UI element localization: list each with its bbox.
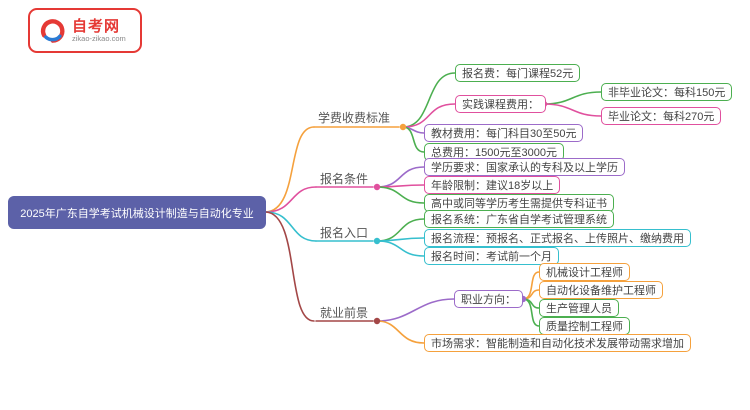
logo-title: 自考网 [72,17,121,35]
junction-dot-fees [399,123,407,131]
node-mechanical[interactable]: 机械设计工程师 [539,263,630,281]
connector-direction-quality [522,298,540,327]
connector-fees-textbook [402,126,425,134]
logo-subtitle: zikao-zikao.com [72,33,126,43]
connector-fees-regfee [402,72,456,128]
junction-dot-career [373,317,381,325]
connector-conditions-highschool [376,186,425,204]
connector-conditions-age [376,184,425,188]
node-age[interactable]: 年龄限制：建议18岁以上 [424,176,561,194]
connector-career-direction [376,298,455,322]
connector-entry-time [376,240,425,257]
connector-entry-system [376,218,425,242]
node-practice-fee[interactable]: 实践课程费用： [455,95,546,113]
connector-center-fees [265,126,315,213]
node-market[interactable]: 市场需求：智能制造和自动化技术发展带动需求增加 [424,334,691,352]
node-time[interactable]: 报名时间：考试前一个月 [424,247,559,265]
branch-career[interactable]: 就业前景 [320,306,369,320]
connector-practice-thesis [543,103,602,117]
node-total-fee[interactable]: 总费用：1500元至3000元 [424,143,564,161]
node-reg-fee[interactable]: 报名费：每门课程52元 [455,64,581,82]
node-non-thesis[interactable]: 非毕业论文：每科150元 [601,83,733,101]
connector-practice-nonthesis [543,91,602,105]
connector-center-conditions [265,186,317,213]
logo-text: 自考网 zikao-zikao.com [72,18,126,44]
root-node[interactable]: 2025年广东自学考试机械设计制造与自动化专业 [8,196,266,229]
node-thesis[interactable]: 毕业论文：每科270元 [601,107,722,125]
node-process[interactable]: 报名流程：预报名、正式报名、上传照片、缴纳费用 [424,229,691,247]
logo: 自考网 zikao-zikao.com [28,8,142,53]
node-automation[interactable]: 自动化设备维护工程师 [539,281,663,299]
logo-icon [40,18,65,43]
branch-fees[interactable]: 学费收费标准 [318,111,391,125]
connector-center-career [265,211,315,322]
junction-dot-entry [373,237,381,245]
node-quality[interactable]: 质量控制工程师 [539,317,630,335]
junction-dot-conditions [373,183,381,191]
connector-conditions-education [376,166,425,188]
connector-direction-mechanical [522,271,540,300]
connector-direction-production [522,298,540,309]
node-direction[interactable]: 职业方向： [454,290,523,308]
branch-conditions[interactable]: 报名条件 [320,172,369,186]
node-education[interactable]: 学历要求：国家承认的专科及以上学历 [424,158,625,176]
branch-entry[interactable]: 报名入口 [320,226,369,240]
node-system[interactable]: 报名系统：广东省自学考试管理系统 [424,210,614,228]
node-production[interactable]: 生产管理人员 [539,299,619,317]
connector-fees-total [402,126,425,153]
node-textbook-fee[interactable]: 教材费用：每门科目30至50元 [424,124,584,142]
connector-career-market [376,320,425,344]
connector-entry-process [376,237,425,242]
connector-center-entry [265,211,317,242]
connector-direction-automation [522,289,540,300]
